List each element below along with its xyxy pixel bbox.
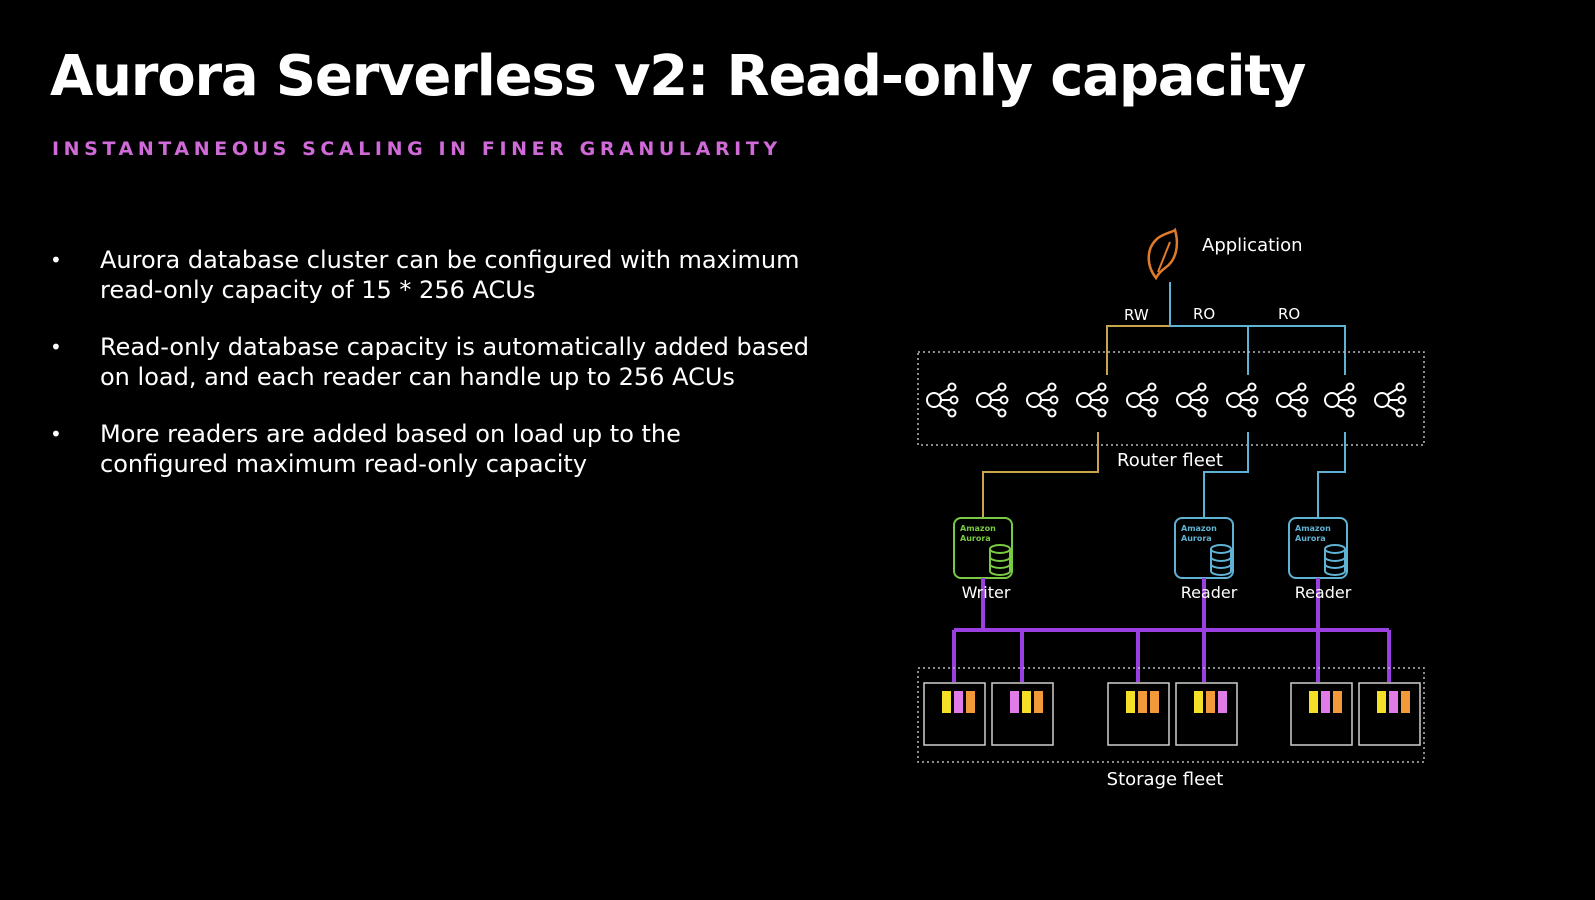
aurora-reader-instance: Amazon Aurora bbox=[1174, 517, 1234, 579]
reader-label: Reader bbox=[1181, 583, 1238, 602]
aurora-writer-instance: Amazon Aurora bbox=[953, 517, 1013, 579]
router-icon bbox=[1324, 382, 1357, 418]
storage-block bbox=[1194, 691, 1203, 713]
aurora-icon-text: Amazon bbox=[960, 524, 996, 533]
storage-block bbox=[1321, 691, 1330, 713]
writer-label: Writer bbox=[962, 583, 1011, 602]
bullet-item: Read-only database capacity is automatic… bbox=[50, 332, 810, 392]
router-instance-lines bbox=[982, 432, 1346, 518]
storage-block bbox=[1333, 691, 1342, 713]
router-icon bbox=[1276, 382, 1309, 418]
storage-bus bbox=[952, 578, 1391, 682]
router-icon bbox=[926, 382, 959, 418]
database-icon bbox=[1210, 544, 1232, 576]
storage-block bbox=[1401, 691, 1410, 713]
router-icon bbox=[1374, 382, 1407, 418]
database-icon bbox=[989, 544, 1011, 576]
router-icon bbox=[1126, 382, 1159, 418]
storage-block bbox=[1138, 691, 1147, 713]
router-fleet-box bbox=[917, 351, 1425, 446]
router-fleet-label: Router fleet bbox=[1117, 450, 1223, 471]
database-icon bbox=[1324, 544, 1346, 576]
aurora-icon-text: Amazon bbox=[1295, 524, 1331, 533]
reader-label: Reader bbox=[1295, 583, 1352, 602]
bullet-item: More readers are added based on load up … bbox=[50, 419, 810, 479]
storage-block bbox=[954, 691, 963, 713]
aurora-icon-text: Aurora bbox=[960, 534, 991, 543]
router-icon bbox=[1026, 382, 1059, 418]
storage-node bbox=[1290, 682, 1353, 746]
storage-block bbox=[1150, 691, 1159, 713]
storage-block bbox=[1377, 691, 1386, 713]
storage-block bbox=[966, 691, 975, 713]
storage-nodes bbox=[923, 682, 1421, 746]
rw-label: RW bbox=[1124, 306, 1149, 324]
slide-subtitle: INSTANTANEOUS SCALING IN FINER GRANULARI… bbox=[52, 138, 782, 160]
storage-fleet-box bbox=[917, 667, 1425, 763]
router-icon bbox=[976, 382, 1009, 418]
application-icon bbox=[1147, 227, 1179, 281]
storage-block bbox=[1389, 691, 1398, 713]
ro-label: RO bbox=[1278, 305, 1300, 323]
storage-node bbox=[991, 682, 1054, 746]
storage-block bbox=[942, 691, 951, 713]
storage-node bbox=[923, 682, 986, 746]
storage-block bbox=[1309, 691, 1318, 713]
storage-block bbox=[1206, 691, 1215, 713]
storage-node bbox=[1358, 682, 1421, 746]
router-icon bbox=[1176, 382, 1209, 418]
storage-fleet-label: Storage fleet bbox=[1107, 769, 1224, 790]
router-icon bbox=[1076, 382, 1109, 418]
slide-title: Aurora Serverless v2: Read-only capacity bbox=[50, 44, 1306, 109]
storage-block bbox=[1034, 691, 1043, 713]
bullet-list: Aurora database cluster can be configure… bbox=[50, 245, 810, 506]
storage-node bbox=[1175, 682, 1238, 746]
application-label: Application bbox=[1202, 235, 1303, 256]
router-icon bbox=[1226, 382, 1259, 418]
aurora-icon-text: Amazon bbox=[1181, 524, 1217, 533]
storage-block bbox=[1126, 691, 1135, 713]
storage-block bbox=[1010, 691, 1019, 713]
storage-node bbox=[1107, 682, 1170, 746]
router-nodes bbox=[926, 382, 1407, 418]
bullet-item: Aurora database cluster can be configure… bbox=[50, 245, 810, 305]
storage-block bbox=[1022, 691, 1031, 713]
aurora-icon-text: Aurora bbox=[1295, 534, 1326, 543]
storage-block bbox=[1218, 691, 1227, 713]
aurora-icon-text: Aurora bbox=[1181, 534, 1212, 543]
connection-lines bbox=[1106, 282, 1346, 375]
ro-label: RO bbox=[1193, 305, 1215, 323]
aurora-reader-instance: Amazon Aurora bbox=[1288, 517, 1348, 579]
